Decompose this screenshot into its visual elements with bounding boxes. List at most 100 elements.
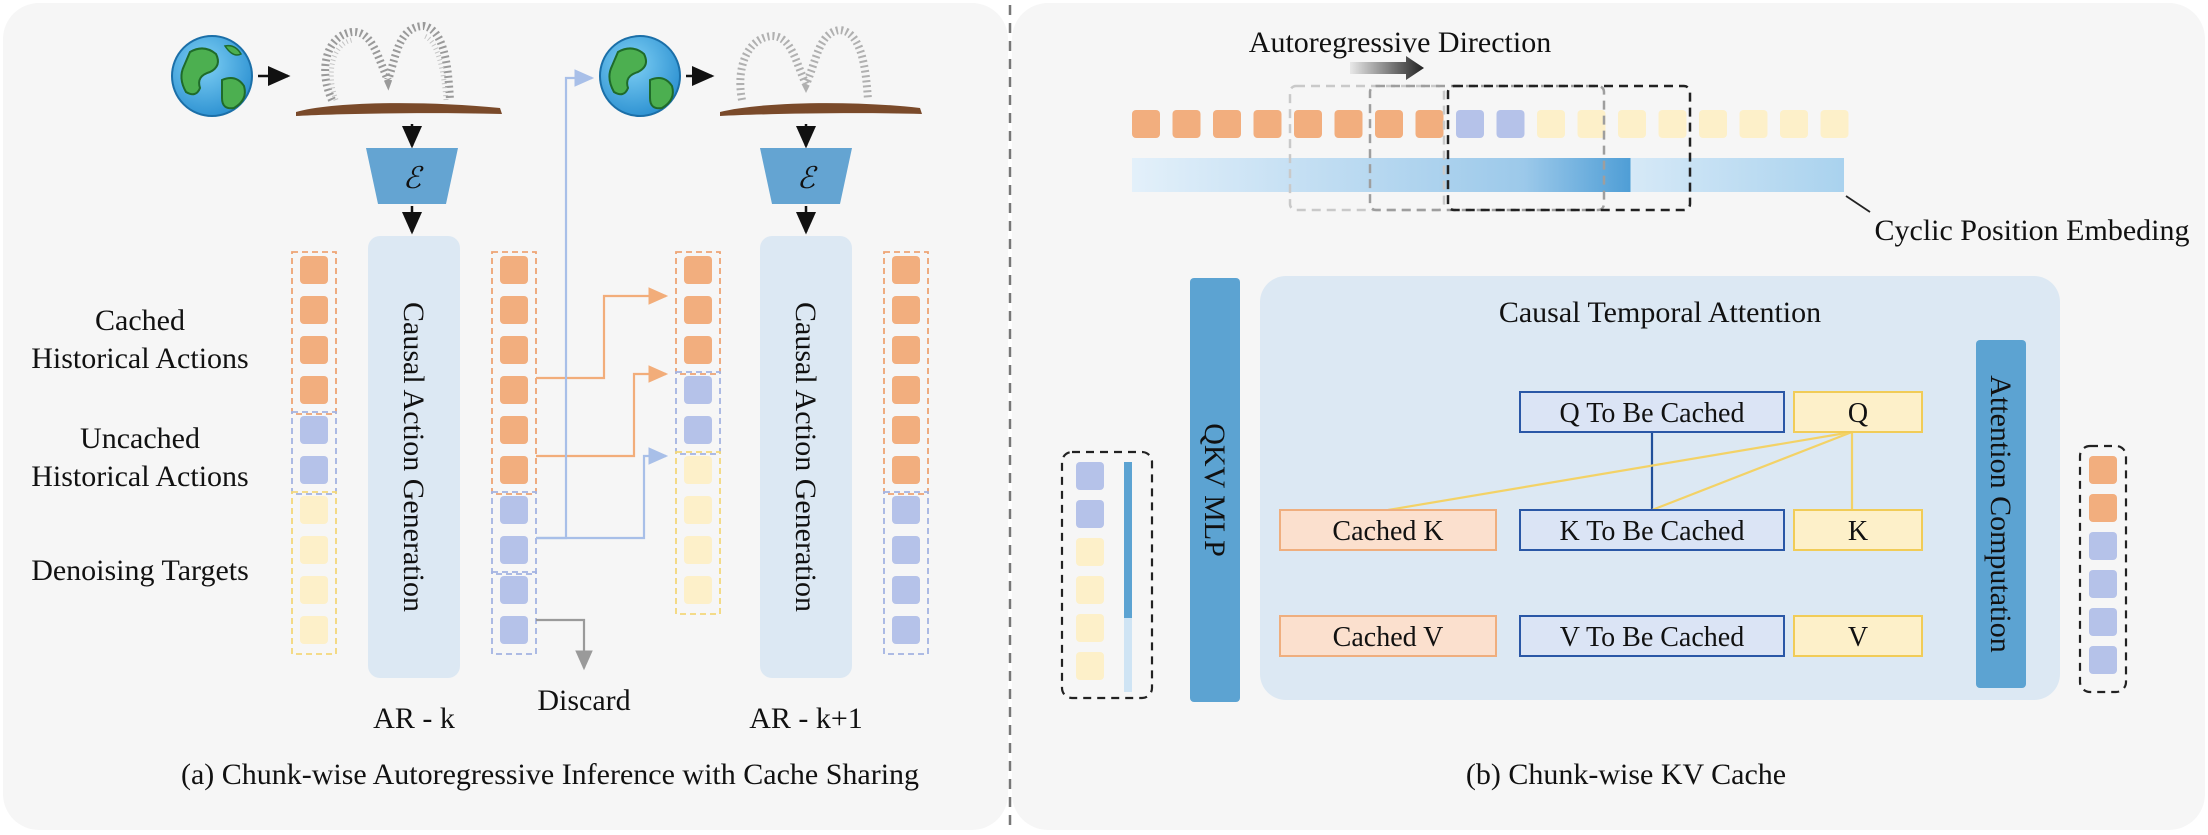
sequence-token bbox=[1496, 110, 1525, 138]
encoder-block-2 bbox=[760, 148, 852, 204]
row-label-cached: Cached bbox=[95, 304, 185, 337]
v-box bbox=[1793, 615, 1923, 657]
col-ar-k1-input-group-1 bbox=[675, 371, 721, 455]
token-stacks bbox=[1060, 444, 2128, 700]
attention-title: Causal Temporal Attention bbox=[1499, 296, 1821, 329]
causal-action-generation-module-k bbox=[368, 236, 460, 678]
col-ar-k-input-token bbox=[300, 416, 328, 444]
step-label-k: AR - k bbox=[373, 702, 455, 735]
k-to-be-cached-box bbox=[1519, 509, 1785, 551]
causal-action-generation-module-k1 bbox=[760, 236, 852, 678]
globe-icon-2 bbox=[599, 35, 681, 117]
col-ar-k-input-group-0 bbox=[291, 251, 337, 415]
v-label: V bbox=[1848, 622, 1868, 653]
cached-v-box bbox=[1279, 615, 1497, 657]
col-ar-k-input-group-1 bbox=[291, 411, 337, 495]
q-to-be-cached-box bbox=[1519, 391, 1785, 433]
col-ar-k1-input-token bbox=[684, 376, 712, 404]
col-ar-k1-output-token bbox=[892, 256, 920, 284]
sequence-token bbox=[1172, 110, 1201, 138]
qkv-mlp-label: QKV MLP bbox=[1198, 423, 1231, 557]
col-ar-k-output-token bbox=[500, 616, 528, 644]
k-box bbox=[1793, 509, 1923, 551]
cyclic-label-leader bbox=[1845, 195, 1871, 213]
col-ar-k1-input-token bbox=[684, 496, 712, 524]
col-ar-k-input-token bbox=[300, 536, 328, 564]
input-tokens-window bbox=[1060, 450, 1154, 700]
qkv-mlp-block bbox=[1190, 278, 1240, 702]
panel-b-caption: (b) Chunk-wise KV Cache bbox=[1466, 758, 1786, 791]
col-ar-k-input-token bbox=[300, 376, 328, 404]
row-label-uncached: Uncached bbox=[80, 422, 200, 455]
cyclic-position-label: Cyclic Position Embeding bbox=[1875, 214, 2190, 247]
discard-label: Discard bbox=[537, 684, 630, 717]
q-box bbox=[1793, 391, 1923, 433]
step-label-k1: AR - k+1 bbox=[749, 702, 863, 735]
col-ar-k1-input-token bbox=[684, 456, 712, 484]
sequence-token bbox=[1213, 110, 1241, 138]
sequence-token bbox=[1780, 110, 1808, 138]
col-ar-k-output-group-2 bbox=[491, 571, 537, 655]
sequence-token bbox=[1658, 110, 1687, 138]
sequence-token bbox=[1618, 110, 1646, 138]
col-ar-k-input-token bbox=[300, 336, 328, 364]
col-ar-k1-output-group-1 bbox=[883, 491, 929, 655]
q-to-be-cached-label: Q To Be Cached bbox=[1560, 398, 1745, 429]
col-ar-k-input-token bbox=[300, 296, 328, 324]
col-ar-k-output-token bbox=[500, 456, 528, 484]
sequence-token bbox=[1253, 110, 1282, 138]
col-ar-k-output-group-0 bbox=[491, 251, 537, 495]
col-ar-k1-output-token bbox=[892, 296, 920, 324]
token-columns bbox=[291, 251, 929, 655]
col-ar-k1-output-token bbox=[892, 576, 920, 604]
row-label-denoising: Denoising Targets bbox=[31, 554, 249, 587]
col-ar-k1-output-token bbox=[892, 496, 920, 524]
v-to-be-cached-box bbox=[1519, 615, 1785, 657]
encoder-block bbox=[366, 148, 458, 204]
k-to-be-cached-label: K To Be Cached bbox=[1560, 516, 1745, 547]
sequence-token bbox=[1294, 110, 1322, 138]
sequence-token bbox=[1699, 110, 1727, 138]
output-token bbox=[2089, 646, 2117, 674]
col-ar-k1-output-token bbox=[892, 336, 920, 364]
col-ar-k-output-token bbox=[500, 416, 528, 444]
col-ar-k1-input-token bbox=[684, 536, 712, 564]
cached-k-label: Cached K bbox=[1332, 516, 1443, 547]
col-ar-k-output-token bbox=[500, 336, 528, 364]
globe-icon bbox=[171, 35, 253, 117]
cached-k-box bbox=[1279, 509, 1497, 551]
sequence-token bbox=[1132, 110, 1160, 138]
cyclic-position-embedding-bar bbox=[1132, 158, 1844, 192]
col-ar-k1-input-token bbox=[684, 336, 712, 364]
col-ar-k-output-token bbox=[500, 256, 528, 284]
col-ar-k-output-token bbox=[500, 496, 528, 524]
input-token bbox=[1076, 538, 1104, 566]
col-ar-k1-output-token bbox=[892, 456, 920, 484]
q-to-cached-k-link bbox=[1387, 430, 1853, 512]
input-token bbox=[1076, 614, 1104, 642]
k-label: K bbox=[1848, 516, 1868, 547]
input-embedding-strip bbox=[1124, 462, 1132, 618]
col-ar-k-input-token bbox=[300, 616, 328, 644]
col-ar-k1-output-token bbox=[892, 376, 920, 404]
col-ar-k-output-token bbox=[500, 536, 528, 564]
output-tokens-window bbox=[2078, 444, 2128, 694]
scene-pointcloud-icon-2 bbox=[720, 25, 922, 116]
output-token bbox=[2089, 570, 2117, 598]
scene-pointcloud-icon bbox=[296, 21, 502, 116]
input-token bbox=[1076, 576, 1104, 604]
output-token bbox=[2089, 494, 2117, 522]
output-token bbox=[2089, 608, 2117, 636]
attention-computation-label: Attention Computation bbox=[1984, 375, 2017, 653]
discard-arrow bbox=[536, 618, 593, 671]
col-ar-k-output-token bbox=[500, 376, 528, 404]
col-ar-k1-output-token bbox=[892, 536, 920, 564]
uncached-to-cache-arrow bbox=[536, 447, 669, 540]
input-token bbox=[1076, 462, 1104, 490]
row-label-cached-2: Historical Actions bbox=[31, 342, 248, 375]
sequence-token bbox=[1739, 110, 1768, 138]
module-label-k: Causal Action Generation bbox=[397, 302, 430, 612]
sequence-token bbox=[1577, 110, 1606, 138]
